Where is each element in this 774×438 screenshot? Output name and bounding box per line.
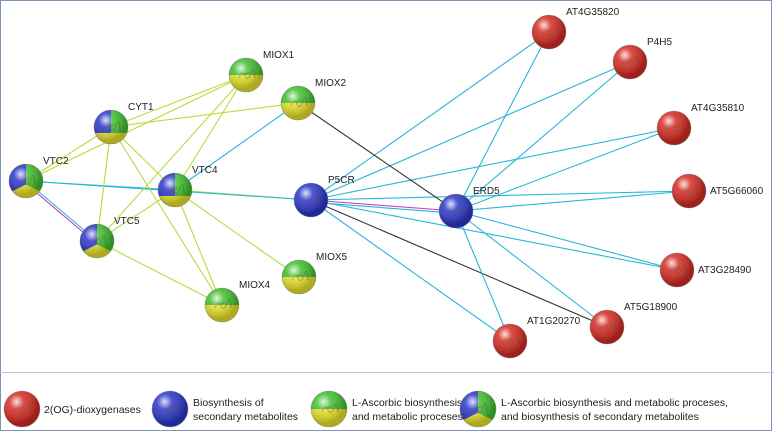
edge-erd5-at4g35810	[455, 127, 675, 212]
edge-erd5-at3g28490	[455, 210, 678, 271]
legend-label-line: Biosynthesis of	[193, 397, 264, 409]
edge-p5cr-at5g66060	[310, 190, 690, 201]
edge-vtc4-miox1	[174, 74, 247, 191]
node-p4h5[interactable]	[612, 44, 648, 80]
legend-label-line: secondary metabolites	[193, 411, 298, 423]
node-miox2-label: MIOX2	[315, 78, 347, 89]
edge-erd5-at5g66060	[455, 190, 690, 212]
node-cyt1[interactable]	[93, 109, 129, 150]
node-layer: AT4G35820P4H5AT4G35810AT5G66060AT3G28490…	[8, 7, 764, 359]
legend-label-line: 2(OG)-dioxygenases	[44, 404, 141, 416]
node-at1g20270-label: AT1G20270	[527, 316, 581, 327]
node-vtc5[interactable]	[79, 223, 115, 259]
node-vtc5-label: VTC5	[114, 216, 140, 227]
edge-p5cr-erd5	[310, 199, 457, 212]
node-p4h5-label: P4H5	[647, 37, 672, 48]
legend-swatch-3	[459, 390, 497, 428]
edge-p5cr-at4g35820	[310, 31, 550, 201]
node-vtc4-label: VTC4	[192, 165, 218, 176]
edge-layer	[24, 31, 690, 342]
edge-vtc5-miox1	[96, 74, 247, 242]
edge-vtc5-miox4	[96, 240, 223, 306]
node-at3g28490-label: AT3G28490	[698, 265, 752, 276]
edge-erd5-at4g35820	[455, 31, 550, 212]
node-at4g35820-label: AT4G35820	[566, 7, 620, 18]
edge-vtc2-miox1	[25, 74, 247, 182]
legend-label-1: Biosynthesis of secondary metabolites	[193, 397, 298, 423]
edge-vtc4-miox4	[174, 189, 223, 306]
legend-label-3: L-Ascorbic biosynthesis and metabolic pr…	[501, 397, 728, 423]
edge-miox2-erd5	[297, 102, 457, 212]
edge-cyt1-miox4	[110, 126, 223, 306]
edge-vtc4-miox5	[174, 189, 300, 278]
node-miox1[interactable]	[228, 57, 264, 93]
legend: 2(OG)-dioxygenases Biosynthesis of seconda…	[0, 372, 774, 434]
node-at4g35810[interactable]	[656, 110, 692, 146]
node-p5cr[interactable]	[293, 182, 329, 218]
legend-label-line: and biosynthesis of secondary metabolite…	[501, 411, 699, 423]
node-at5g18900[interactable]	[589, 309, 625, 345]
edge-erd5-at5g18900	[455, 210, 608, 328]
node-at3g28490[interactable]	[659, 252, 695, 288]
legend-label-line: L-Ascorbic biosynthesis	[352, 397, 462, 409]
node-p5cr-label: P5CR	[328, 175, 355, 186]
node-at5g66060-label: AT5G66060	[710, 186, 764, 197]
node-miox4-label: MIOX4	[239, 280, 271, 291]
edge-p5cr-at1g20270	[310, 199, 511, 342]
node-vtc2-label: VTC2	[43, 156, 69, 167]
node-vtc2[interactable]	[8, 163, 44, 199]
legend-label-2: L-Ascorbic biosynthesis and metabolic pro…	[352, 397, 463, 423]
edge-p5cr-erd5	[310, 201, 456, 214]
node-at1g20270[interactable]	[492, 323, 528, 359]
legend-swatch-0	[3, 390, 41, 428]
edge-p5cr-at3g28490	[310, 199, 678, 271]
edge-cyt1-miox2	[110, 102, 299, 128]
legend-swatch-1	[151, 390, 189, 428]
edge-erd5-p4h5	[455, 61, 631, 212]
legend-label-0: 2(OG)-dioxygenases	[44, 404, 141, 416]
edge-erd5-at1g20270	[455, 210, 511, 342]
node-miox1-label: MIOX1	[263, 50, 295, 61]
legend-label-line: and metabolic proceses	[352, 411, 463, 423]
node-at4g35810-label: AT4G35810	[691, 103, 745, 114]
node-miox5[interactable]	[281, 259, 317, 295]
edge-vtc4-miox2	[174, 102, 299, 191]
edge-cyt1-vtc5	[96, 126, 112, 242]
node-erd5[interactable]	[438, 193, 474, 229]
edge-p5cr-at5g18900	[310, 199, 608, 328]
node-erd5-label: ERD5	[473, 186, 500, 197]
node-miox4[interactable]	[204, 287, 240, 323]
edge-p5cr-p4h5	[310, 61, 631, 201]
edge-cyt1-miox1	[110, 74, 247, 128]
node-at5g66060[interactable]	[671, 173, 707, 209]
legend-swatch-2	[310, 390, 348, 428]
node-miox5-label: MIOX5	[316, 252, 348, 263]
node-vtc4[interactable]	[157, 172, 193, 213]
edge-p5cr-at4g35810	[310, 127, 675, 201]
node-cyt1-label: CYT1	[128, 102, 154, 113]
edge-vtc4-vtc2	[25, 180, 176, 191]
network-diagram: AT4G35820P4H5AT4G35810AT5G66060AT3G28490…	[8, 7, 764, 359]
legend-label-line: L-Ascorbic biosynthesis and metabolic pr…	[501, 397, 728, 409]
node-at5g18900-label: AT5G18900	[624, 302, 678, 313]
legend-graphic: 2(OG)-dioxygenases Biosynthesis of seconda…	[3, 390, 728, 428]
node-at4g35820[interactable]	[531, 14, 567, 50]
node-miox2[interactable]	[280, 85, 316, 121]
